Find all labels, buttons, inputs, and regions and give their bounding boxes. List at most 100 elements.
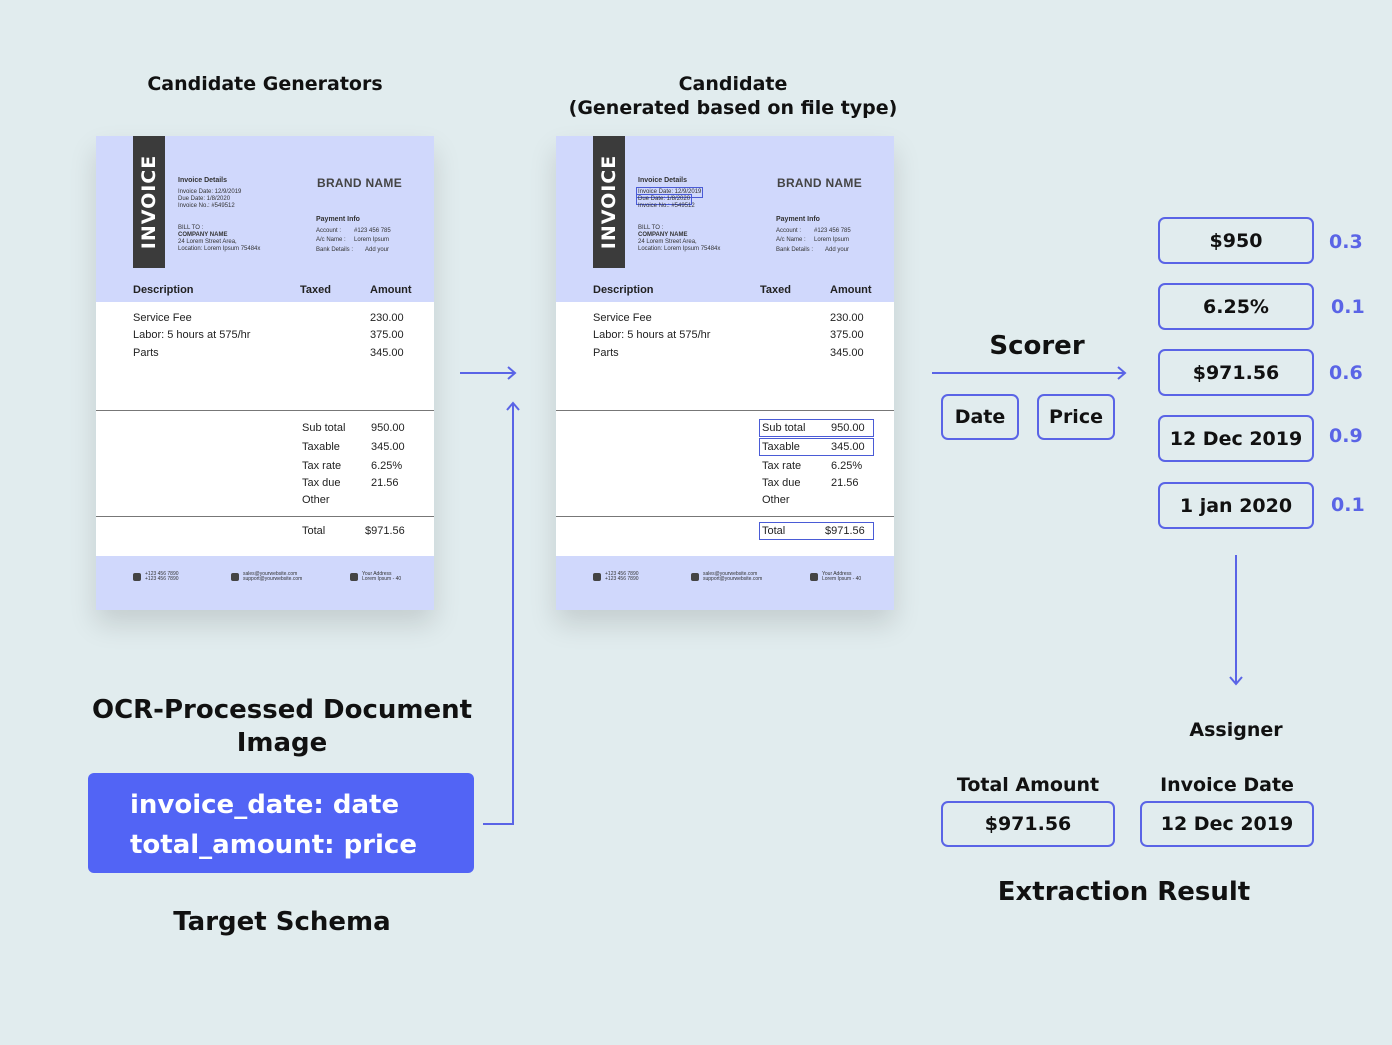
taxable-value: 345.00 xyxy=(831,441,865,453)
account-name-label: A/c Name : xyxy=(316,237,346,243)
account-name-value: Lorem Ipsum xyxy=(814,237,850,243)
invoice-strip: INVOICE xyxy=(593,136,625,268)
bill-to-label: BILL TO : xyxy=(638,225,664,231)
candidate-value: 6.25% xyxy=(1158,283,1314,330)
col-amount: Amount xyxy=(370,284,412,296)
tax-rate-value: 6.25% xyxy=(831,460,863,472)
mail-icon xyxy=(231,573,239,581)
arrow-head xyxy=(506,401,520,411)
payment-info-title: Payment Info xyxy=(316,216,360,223)
invoice-footer xyxy=(96,556,434,610)
total-label: Total xyxy=(762,525,786,537)
line-item-desc: Service Fee xyxy=(593,312,652,324)
divider xyxy=(556,516,894,517)
invoice-footer xyxy=(556,556,894,610)
due-date-text: Due Date: 1/8/2020 xyxy=(178,196,231,202)
line-item-desc: Parts xyxy=(593,347,619,359)
company-street: 24 Lorem Street Area, xyxy=(638,239,697,245)
account-label: Account : xyxy=(316,228,342,234)
company-location: Location: Lorem Ipsum 75484x xyxy=(178,246,261,252)
line-item-desc: Service Fee xyxy=(133,312,192,324)
candidate-value: 12 Dec 2019 xyxy=(1158,415,1314,462)
invoice-details-title: Invoice Details xyxy=(178,177,228,184)
subtotal-label: Sub total xyxy=(762,422,806,434)
bank-details-label: Bank Details : xyxy=(776,247,814,253)
account-value: #123 456 785 xyxy=(814,228,851,234)
assigner-title: Assigner xyxy=(1189,719,1283,741)
bank-details-value: Add your xyxy=(825,247,850,253)
other-label: Other xyxy=(762,494,790,506)
divider xyxy=(96,410,434,411)
candidate-score: 0.1 xyxy=(1331,494,1365,516)
tax-due-label: Tax due xyxy=(762,477,801,489)
line-item-desc: Parts xyxy=(133,347,159,359)
schema-field-total-amount: total_amount: price xyxy=(130,830,417,860)
candidate-invoice-document: INVOICE Invoice Details Invoice Date: 12… xyxy=(556,136,894,610)
arrow-head xyxy=(507,366,517,380)
candidate-score: 0.3 xyxy=(1329,231,1363,253)
mail-icon xyxy=(691,573,699,581)
invoice-number-text: Invoice No.: #549512 xyxy=(638,203,695,209)
target-schema-title: Target Schema xyxy=(173,907,391,937)
tax-due-value: 21.56 xyxy=(831,477,859,489)
phone-icon xyxy=(133,573,141,581)
candidate-due-date: Due Date: 1/8/2020 xyxy=(635,194,693,205)
candidate-value: $971.56 xyxy=(1158,349,1314,396)
target-schema-box: invoice_date: date total_amount: price xyxy=(88,773,474,873)
bank-details-label: Bank Details : xyxy=(316,247,354,253)
candidate-value: 1 jan 2020 xyxy=(1158,482,1314,529)
divider xyxy=(556,410,894,411)
result-value-total-amount: $971.56 xyxy=(941,801,1115,847)
line-item-amount: 230.00 xyxy=(830,312,864,324)
footer-phone: +123 456 7890+123 456 7890 xyxy=(605,571,639,582)
brand-name: BRAND NAME xyxy=(317,176,402,190)
line-item-desc: Labor: 5 hours at 575/hr xyxy=(133,329,251,341)
line-item-amount: 375.00 xyxy=(370,329,404,341)
account-name-label: A/c Name : xyxy=(776,237,806,243)
location-icon xyxy=(810,573,818,581)
col-description: Description xyxy=(593,284,654,296)
footer-phone: +123 456 7890+123 456 7890 xyxy=(145,571,179,582)
candidate-score: 0.6 xyxy=(1329,362,1363,384)
taxable-label: Taxable xyxy=(762,441,800,453)
col-taxed: Taxed xyxy=(300,284,331,296)
other-label: Other xyxy=(302,494,330,506)
taxable-value: 345.00 xyxy=(371,441,405,453)
tax-due-label: Tax due xyxy=(302,477,341,489)
company-name: COMPANY NAME xyxy=(178,232,228,238)
scorer-type-date: Date xyxy=(941,394,1019,440)
subtotal-value: 950.00 xyxy=(831,422,865,434)
line-item-desc: Labor: 5 hours at 575/hr xyxy=(593,329,711,341)
tax-due-value: 21.56 xyxy=(371,477,399,489)
line-item-amount: 345.00 xyxy=(830,347,864,359)
payment-info-title: Payment Info xyxy=(776,216,820,223)
location-icon xyxy=(350,573,358,581)
subtotal-value: 950.00 xyxy=(371,422,405,434)
tax-rate-label: Tax rate xyxy=(302,460,342,472)
divider xyxy=(96,516,434,517)
candidate-title: Candidate (Generated based on file type) xyxy=(533,72,933,120)
company-location: Location: Lorem Ipsum 75484x xyxy=(638,246,721,252)
account-name-value: Lorem Ipsum xyxy=(354,237,390,243)
line-item-amount: 230.00 xyxy=(370,312,404,324)
col-description: Description xyxy=(133,284,194,296)
account-label: Account : xyxy=(776,228,802,234)
candidate-invoice-date: Invoice Date: 12/9/2019 xyxy=(635,187,704,198)
invoice-date-text: Invoice Date: 12/9/2019 xyxy=(178,189,242,195)
taxable-label: Taxable xyxy=(302,441,340,453)
total-label: Total xyxy=(302,525,326,537)
bank-details-value: Add your xyxy=(365,247,390,253)
schema-field-invoice-date: invoice_date: date xyxy=(130,790,400,820)
line-item-amount: 375.00 xyxy=(830,329,864,341)
col-amount: Amount xyxy=(830,284,872,296)
candidate-value: $950 xyxy=(1158,217,1314,264)
total-value: $971.56 xyxy=(825,525,865,537)
tax-rate-value: 6.25% xyxy=(371,460,403,472)
subtotal-label: Sub total xyxy=(302,422,346,434)
scorer-title: Scorer xyxy=(989,331,1085,361)
company-street: 24 Lorem Street Area, xyxy=(178,239,237,245)
